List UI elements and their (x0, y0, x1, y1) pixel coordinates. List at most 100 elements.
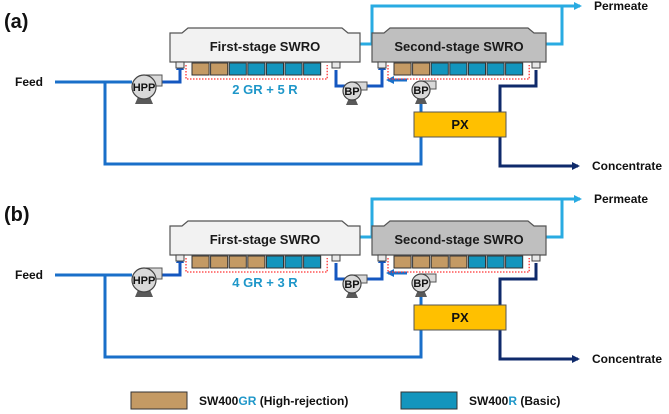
membrane-element-gr (412, 62, 431, 76)
second-stage-brine-line (498, 263, 538, 305)
legend-swatch-r (400, 391, 458, 410)
membrane-element-r (467, 255, 486, 269)
element-group-outline (185, 258, 328, 273)
first-stage-feed-port (175, 254, 185, 262)
first-stage-permeate-line (360, 2, 582, 46)
pump-casing (411, 273, 431, 293)
membrane-element-r (505, 62, 524, 76)
pump-casing (342, 274, 362, 294)
second-stage-permeate-line (546, 199, 564, 239)
membrane-element-r (303, 62, 322, 76)
booster-pump-2: BP (411, 80, 437, 104)
membrane-element-r (430, 62, 449, 76)
legend: SW400GR (High-rejection) SW400R (Basic) (130, 391, 560, 410)
membrane-element-gr (393, 62, 412, 76)
pump-label: HPP (133, 82, 156, 94)
second-stage-brine-port (531, 61, 541, 69)
first-stage-membrane-elements (185, 62, 328, 80)
pump-label: BP (344, 86, 359, 98)
second-stage-brine-line (498, 70, 538, 112)
membrane-element-gr (210, 255, 229, 269)
pump-casing (411, 80, 431, 100)
second-stage-feed-port (377, 61, 387, 69)
pump-label: HPP (133, 275, 156, 287)
feed-label: Feed (15, 75, 43, 89)
second-stage-permeate-line (546, 6, 564, 46)
second-stage-membrane-elements (387, 255, 530, 273)
second-stage-feed-port (377, 254, 387, 262)
membrane-element-gr (210, 62, 229, 76)
booster-pump-1: BP (342, 81, 368, 105)
membrane-element-gr (449, 255, 468, 269)
second-stage-membrane-elements (387, 62, 530, 80)
membrane-element-gr (393, 255, 412, 269)
pressure-exchanger (413, 304, 507, 331)
first-stage-config: 4 GR + 3 R (232, 275, 298, 290)
first-stage-brine-line (334, 263, 346, 281)
membrane-element-gr (430, 255, 449, 269)
pump-casing (131, 74, 157, 100)
first-stage-feed-port (175, 61, 185, 69)
legend-label-gr: SW400GR (High-rejection) (199, 394, 348, 408)
first-stage-permeate-line (360, 195, 582, 239)
feed-to-px-line (103, 82, 423, 166)
permeate-label: Permeate (594, 0, 648, 13)
membrane-element-r (505, 255, 524, 269)
legend-label-r: SW400R (Basic) (469, 394, 560, 408)
pressure-exchanger (413, 111, 507, 138)
membrane-element-r (247, 62, 266, 76)
pump-label: BP (344, 279, 359, 291)
panel-b: (b) First-stage SWRO 4 GR + 3 R Second-stag… (4, 192, 662, 366)
membrane-element-r (265, 62, 284, 76)
panel-label: (b) (4, 204, 30, 226)
hpp-discharge-line (160, 62, 184, 84)
first-stage-brine-port (331, 61, 341, 69)
first-stage-brine-port (331, 254, 341, 262)
concentrate-label: Concentrate (592, 159, 662, 173)
concentrate-line (498, 329, 580, 363)
feed-label: Feed (15, 268, 43, 282)
second-stage-title: Second-stage SWRO (394, 39, 523, 54)
px-label: PX (451, 117, 469, 132)
high-pressure-pump: HPP (131, 267, 163, 297)
membrane-element-r (449, 62, 468, 76)
concentrate-line (498, 136, 580, 170)
px-label: PX (451, 310, 469, 325)
second-stage-vessel (371, 27, 547, 63)
permeate-label: Permeate (594, 192, 648, 206)
bp1-discharge-line (365, 255, 386, 281)
second-stage-brine-port (531, 254, 541, 262)
pump-label: BP (413, 278, 428, 290)
first-stage-config: 2 GR + 5 R (232, 82, 298, 97)
membrane-element-r (467, 62, 486, 76)
booster-pump-1: BP (342, 274, 368, 298)
hpp-discharge-line (160, 255, 184, 277)
first-stage-membrane-elements (185, 255, 328, 273)
legend-swatch-gr (130, 391, 188, 410)
booster-pump-2: BP (411, 273, 437, 297)
first-stage-vessel (169, 220, 361, 256)
first-stage-title: First-stage SWRO (210, 232, 321, 247)
high-pressure-pump: HPP (131, 74, 163, 104)
membrane-element-gr (191, 62, 210, 76)
bp1-discharge-line (365, 62, 386, 88)
pump-label: BP (413, 85, 428, 97)
first-stage-brine-line (334, 70, 346, 88)
element-group-outline (185, 65, 328, 80)
element-group-outline (387, 65, 530, 80)
feed-to-px-line (103, 275, 423, 359)
panel-label: (a) (4, 11, 28, 33)
element-group-outline (387, 258, 530, 273)
membrane-element-r (303, 255, 322, 269)
membrane-element-r (486, 255, 505, 269)
membrane-element-r (284, 62, 303, 76)
second-stage-title: Second-stage SWRO (394, 232, 523, 247)
membrane-element-r (486, 62, 505, 76)
membrane-element-gr (191, 255, 210, 269)
membrane-element-r (265, 255, 284, 269)
pump-casing (131, 267, 157, 293)
membrane-element-r (228, 62, 247, 76)
membrane-element-gr (412, 255, 431, 269)
